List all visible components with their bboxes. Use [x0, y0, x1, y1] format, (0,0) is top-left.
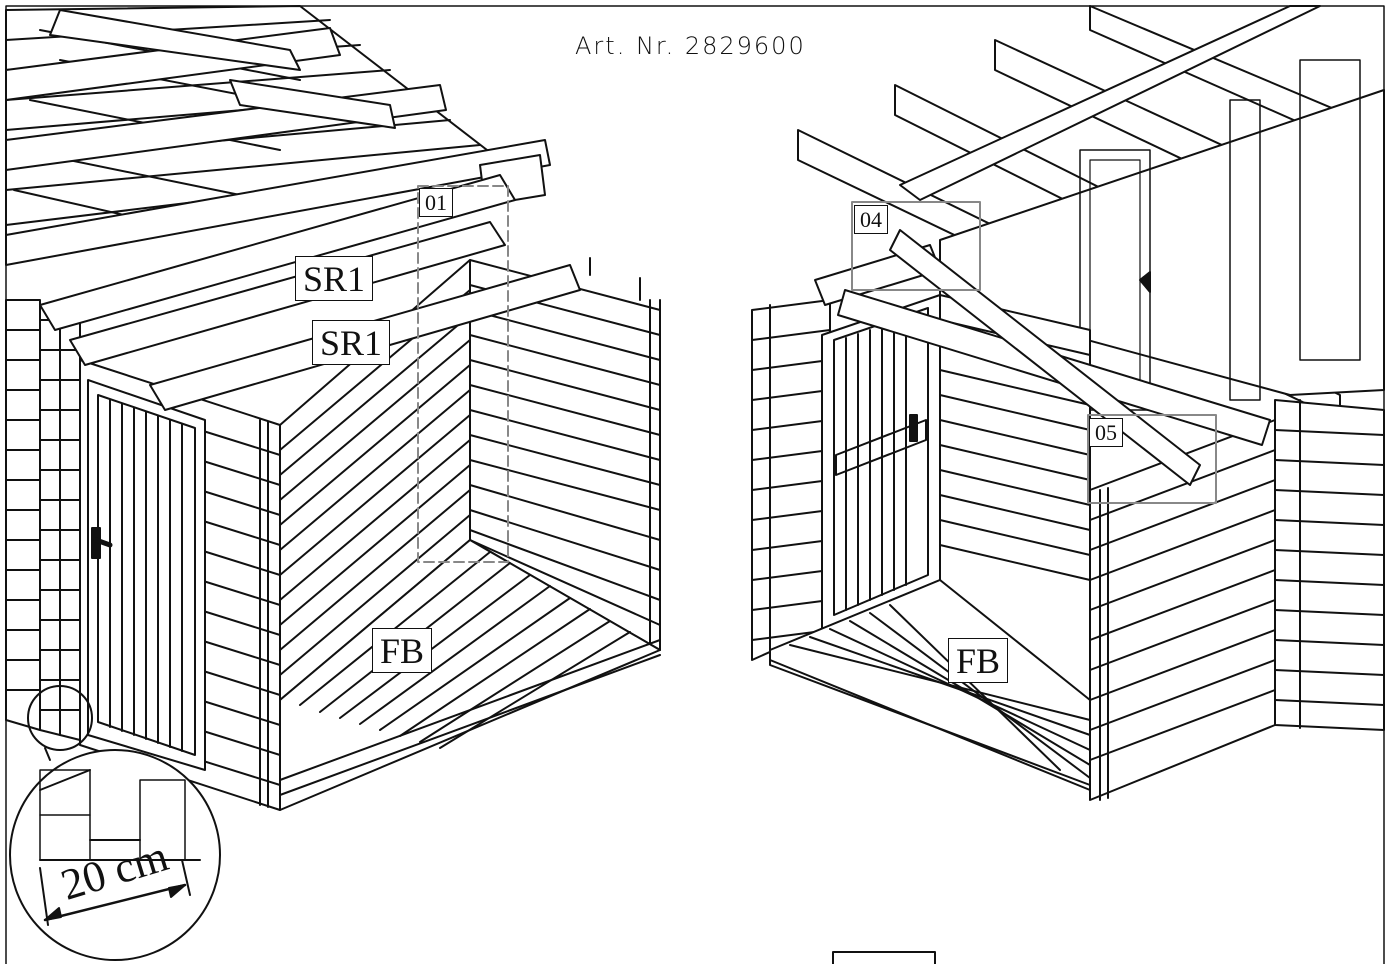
right-house-side — [1274, 399, 1385, 731]
inset-detail — [9, 685, 221, 961]
page-number-box — [832, 951, 936, 969]
article-number: Art. Nr. 2829600 — [575, 32, 806, 60]
inset-magnifier — [9, 749, 221, 961]
window-handle — [1139, 271, 1151, 293]
right-front-wall — [1089, 419, 1276, 801]
right-view — [751, 5, 1385, 801]
detail-box-01 — [417, 185, 509, 563]
left-house-wall — [5, 299, 81, 741]
label-detail-05: 05 — [1089, 418, 1123, 447]
left-view — [5, 5, 661, 811]
left-side-wall — [469, 257, 661, 651]
detail-box-05 — [1087, 414, 1217, 504]
left-floor — [279, 539, 661, 811]
inset-marker-circle — [27, 685, 93, 751]
label-sr1-top: SR1 — [295, 256, 374, 301]
label-fb-right: FB — [948, 638, 1009, 683]
left-rafters — [5, 9, 551, 266]
right-side-wall — [751, 299, 831, 661]
label-fb-left: FB — [372, 628, 433, 673]
right-door — [821, 294, 941, 631]
left-door — [87, 379, 206, 771]
right-floor — [769, 579, 1091, 791]
label-detail-04: 04 — [854, 205, 888, 234]
detail-box-04 — [851, 201, 981, 291]
door-handle-right — [909, 414, 918, 442]
label-sr1-bottom: SR1 — [312, 320, 391, 365]
label-detail-01: 01 — [419, 188, 453, 217]
